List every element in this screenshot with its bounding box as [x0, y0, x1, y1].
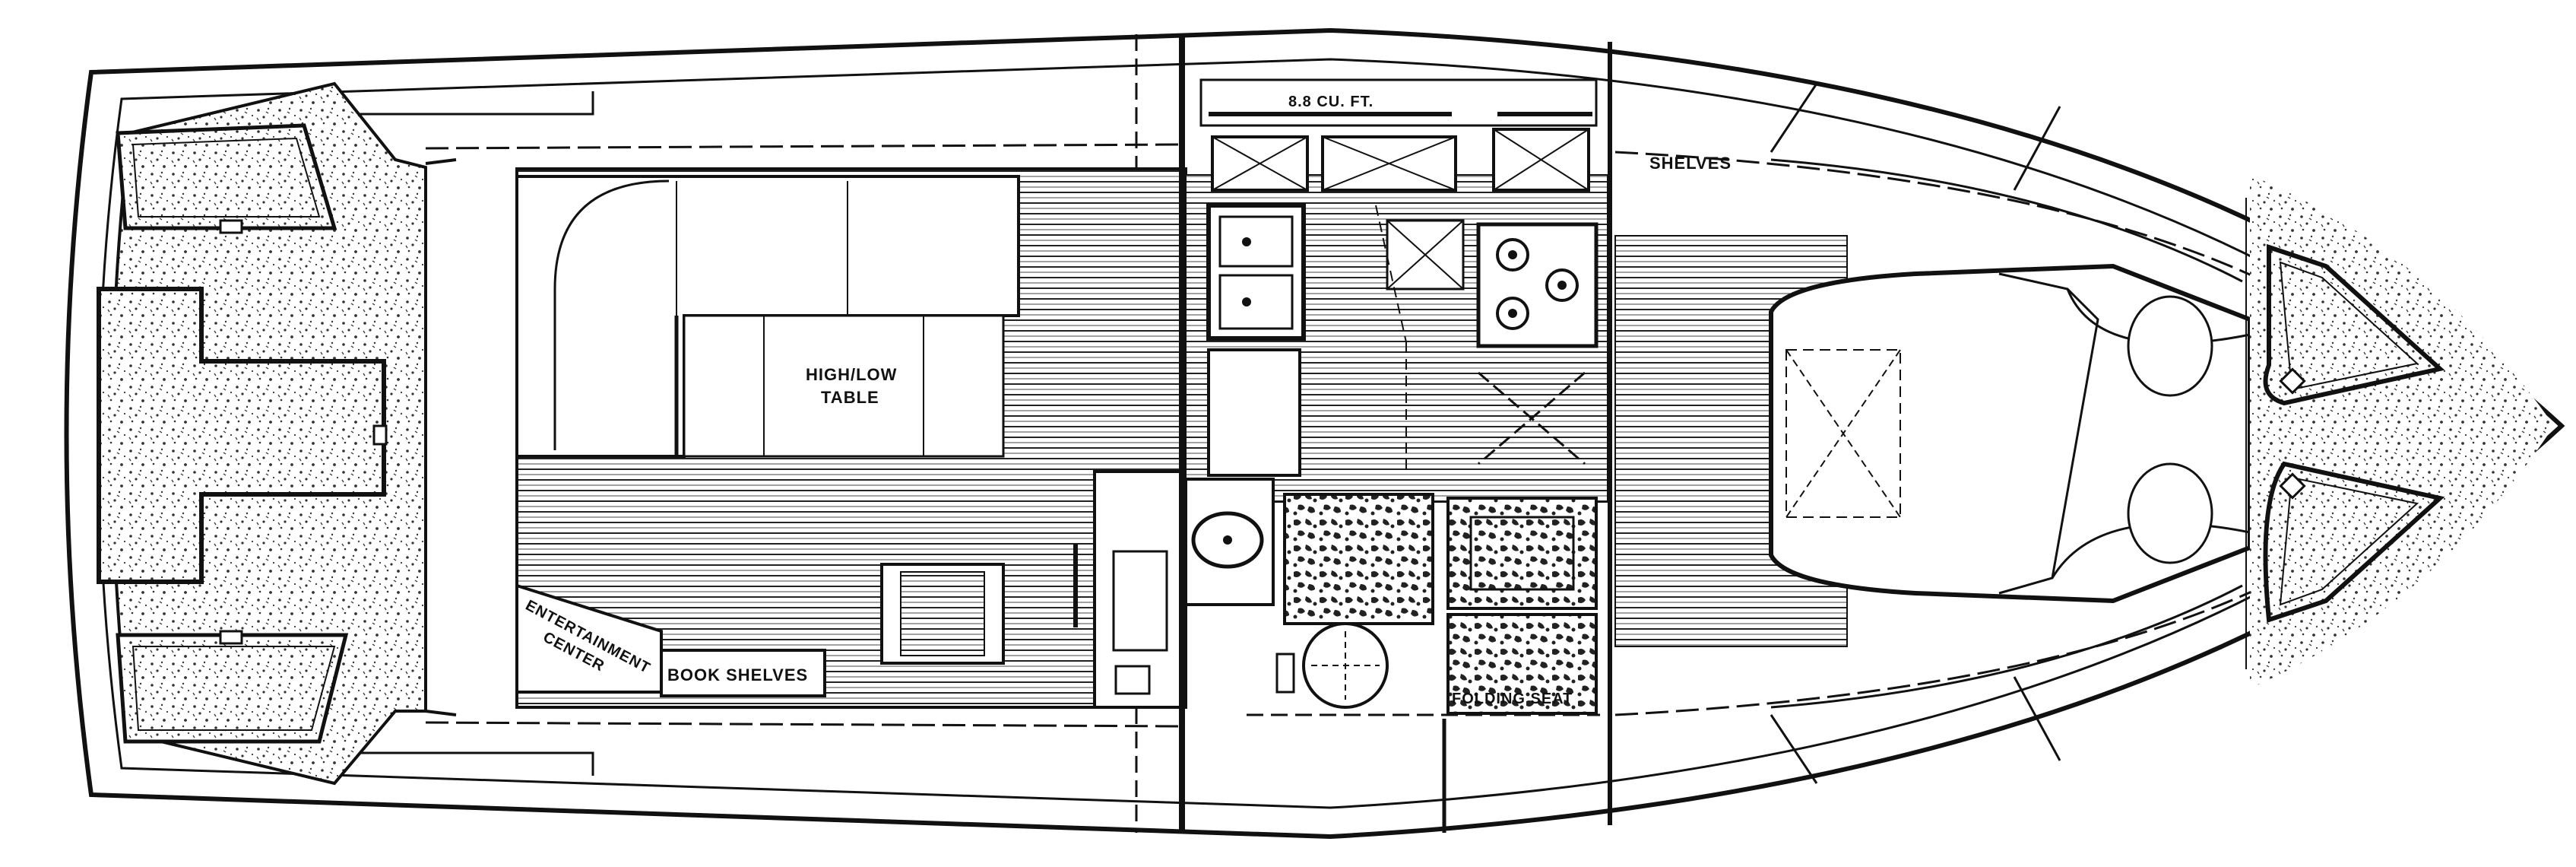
salon — [425, 143, 1187, 728]
engine-hatch — [97, 287, 386, 584]
label-folding-seat: FOLDING SEAT — [1452, 691, 1573, 707]
head — [1184, 478, 1600, 716]
cockpit — [97, 81, 457, 786]
label-book-shelves: BOOK SHELVES — [667, 665, 808, 684]
label-table-2: TABLE — [821, 388, 879, 407]
label-table-1: HIGH/LOW — [806, 365, 897, 384]
bulkheads — [1135, 34, 1612, 833]
bow-hatch-bottom — [2263, 461, 2445, 624]
stern-hatch-top — [116, 123, 337, 230]
label-shelves: SHELVES — [1649, 154, 1732, 173]
high-low-table — [683, 314, 1005, 458]
stern-hatch-bottom — [116, 633, 349, 744]
bow-hatch-top — [2263, 243, 2445, 406]
label-fridge: 8.8 CU. FT. — [1288, 94, 1374, 110]
galley — [1185, 78, 1608, 503]
fridge — [1199, 78, 1598, 127]
forward-cabin — [1614, 83, 2281, 784]
anchor-locker — [2250, 175, 2554, 688]
book-shelves — [660, 649, 826, 697]
